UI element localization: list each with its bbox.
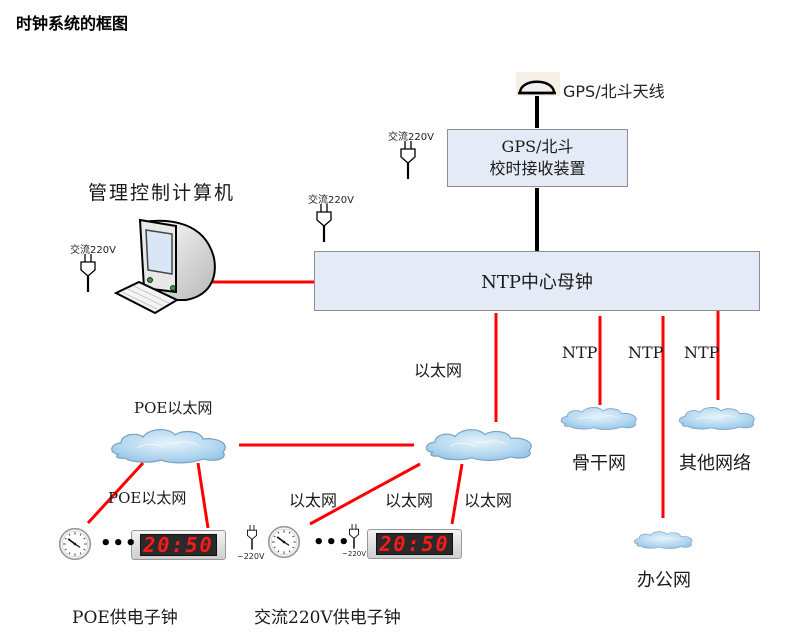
poe-ethernet-cloud [111,428,226,464]
ac-analog-clock-icon [267,525,301,559]
ntp-label-1: NTP [562,343,598,362]
eth-down-label-1: 以太网 [289,491,338,510]
gps-antenna-icon [516,72,560,96]
master-clock-label: NTP中心母钟 [481,272,593,293]
gps-receiver-box: GPS/北斗 校时接收装置 [447,129,628,187]
ac-ellipsis: ••• [313,532,351,553]
master-power-plug-icon [315,203,333,244]
antenna-label: GPS/北斗天线 [563,82,665,101]
ntp-label-3: NTP [684,343,720,362]
ac-led-time: 20:50 [376,532,453,556]
ac-led-plug-icon [348,524,360,550]
computer-icon [113,218,216,315]
ntp-label-2: NTP [628,343,664,362]
eth-clock-link [309,462,421,526]
poe-clock-link [86,461,145,525]
ac-clock-plug-icon [246,525,258,551]
backbone-cloud [560,407,637,430]
receiver-power-label: 交流220V [388,132,434,143]
ntp-master-clock-box: NTP中心母钟 [314,251,760,311]
eth-down-label-3: 以太网 [464,491,513,510]
receiver-power-plug-icon [399,140,417,181]
poe-led-time: 20:50 [140,533,217,557]
poe-led-clock: 20:50 [131,530,226,560]
poe-ellipsis: ••• [100,533,138,554]
computer-power-label: 交流220V [70,245,116,256]
other-network-label: 其他网络 [679,453,751,474]
eth-down-label-2: 以太网 [385,491,434,510]
office-network-cloud [634,531,693,549]
ac-led-power-label: ~220V [342,550,367,558]
poe-downlink-label: POE以太网 [108,489,187,507]
receiver-line2: 校时接收装置 [489,159,586,178]
page-title: 时钟系统的框图 [16,14,129,33]
poe-analog-clock-icon [58,527,92,561]
poe-led-link [196,462,210,529]
other-network-cloud [678,407,755,430]
poe-clocks-label: POE供电子钟 [72,608,178,628]
ethernet-uplink-label: 以太网 [414,361,463,380]
office-network-label: 办公网 [637,570,691,591]
computer-label: 管理控制计算机 [88,182,236,204]
receiver-line1: GPS/北斗 [501,137,574,156]
ac-clock-power-label: ~220V [237,552,265,561]
computer-power-plug-icon [79,253,97,294]
backbone-label: 骨干网 [572,453,626,474]
ac-led-clock: 20:50 [367,529,462,559]
ethernet-cloud [425,429,532,462]
ac-clocks-label: 交流220V供电子钟 [254,608,401,628]
eth-led-link [450,463,464,525]
poe-ethernet-label: POE以太网 [134,399,213,417]
master-power-label: 交流220V [308,195,354,206]
